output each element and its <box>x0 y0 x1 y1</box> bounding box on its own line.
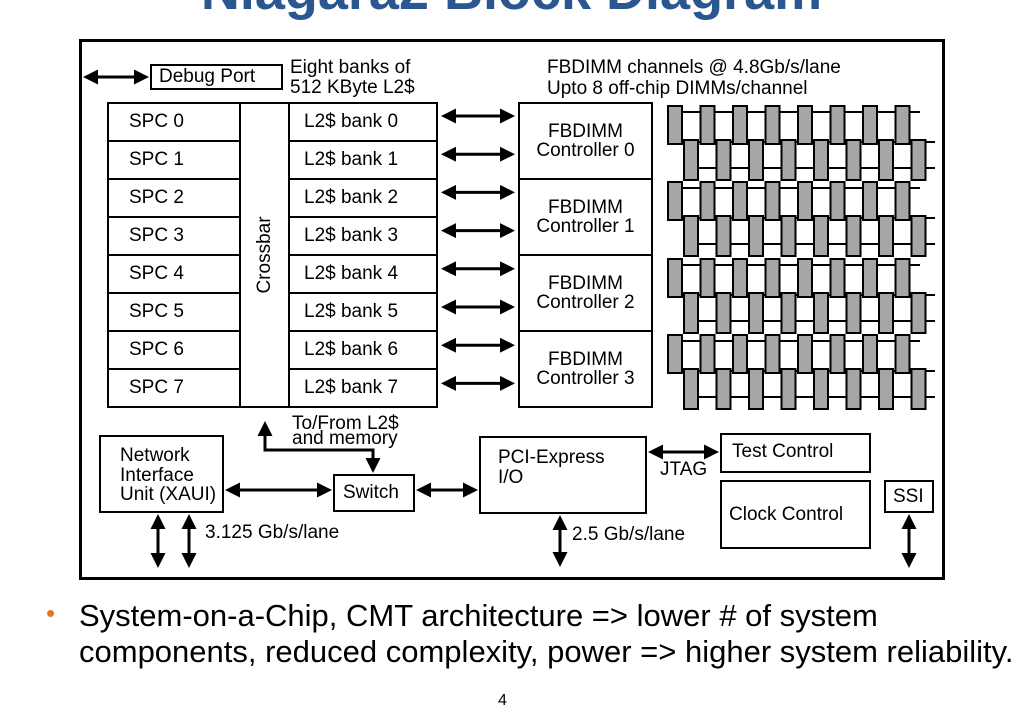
spc-cell: SPC 4 <box>109 256 239 294</box>
niu-line-1: Network <box>120 445 190 466</box>
fbdimm-controller-name: FBDIMM <box>548 121 623 142</box>
spc-cell: SPC 5 <box>109 294 239 332</box>
l2-bank-cell: L2$ bank 7 <box>304 377 399 398</box>
pcie-line-2: I/O <box>498 467 524 488</box>
slide-title: Niagara2 Block Diagram <box>0 0 1023 18</box>
l2-bank-cell: L2$ bank 1 <box>290 142 436 180</box>
bullet-line-2: components, reduced complexity, power =>… <box>79 633 1014 669</box>
pcie-line-1: PCI-Express <box>498 447 605 468</box>
l2-note-line-1: Eight banks of <box>290 57 411 78</box>
test-control-label: Test Control <box>732 441 834 462</box>
l2-bank-stack: L2$ bank 0 L2$ bank 1 L2$ bank 2 L2$ ban… <box>288 102 438 408</box>
debug-port-box: Debug Port <box>150 64 283 90</box>
clock-control-label: Clock Control <box>729 504 844 525</box>
l2-bank-cell: L2$ bank 0 <box>290 104 436 142</box>
l2-bank-cell: L2$ bank 5 <box>290 294 436 332</box>
network-interface-unit-box: Network Interface Unit (XAUI) <box>99 435 224 513</box>
spc-cell: SPC 2 <box>109 180 239 218</box>
l2-bank-cell: L2$ bank 2 <box>290 180 436 218</box>
fbdimm-controller-id: Controller 0 <box>536 140 635 161</box>
fbdimm-note-line-1: FBDIMM channels @ 4.8Gb/s/lane <box>547 57 841 78</box>
fbdimm-controller-id: Controller 1 <box>536 216 635 237</box>
fbdimm-controller-name: FBDIMM <box>548 273 623 294</box>
spc-cell: SPC 0 <box>109 104 239 142</box>
spc-cell: SPC 7 <box>129 377 184 398</box>
switch-box: Switch <box>333 474 415 512</box>
niu-speed-label: 3.125 Gb/s/lane <box>205 522 340 543</box>
fbdimm-controller-id: Controller 3 <box>536 368 635 389</box>
pcie-speed-label: 2.5 Gb/s/lane <box>572 524 686 545</box>
crossbar-box: Crossbar <box>239 102 290 408</box>
test-control-box: Test Control <box>720 433 871 473</box>
l2-bank-cell: L2$ bank 4 <box>290 256 436 294</box>
tofrom-note-line-2: and memory <box>292 428 398 449</box>
niu-line-2: Interface <box>120 465 194 486</box>
spc-stack: SPC 0 SPC 1 SPC 2 SPC 3 SPC 4 SPC 5 SPC … <box>107 102 241 408</box>
switch-label: Switch <box>343 482 399 503</box>
bullet-text: System-on-a-Chip, CMT architecture => lo… <box>79 598 1013 669</box>
spc-cell: SPC 6 <box>109 332 239 370</box>
clock-control-box: Clock Control <box>720 480 871 549</box>
spc-cell: SPC 1 <box>109 142 239 180</box>
page-number: 4 <box>498 692 507 709</box>
l2-bank-cell: L2$ bank 3 <box>290 218 436 256</box>
fbdimm-controller-name: FBDIMM <box>548 197 623 218</box>
jtag-label: JTAG <box>660 459 708 480</box>
spc-cell: SPC 3 <box>109 218 239 256</box>
fbdimm-note-line-2: Upto 8 off-chip DIMMs/channel <box>547 78 808 99</box>
pci-express-box: PCI-Express I/O <box>479 436 647 514</box>
ssi-box: SSI <box>884 480 934 513</box>
niu-line-3: Unit (XAUI) <box>120 484 217 505</box>
l2-note-line-2: 512 KByte L2$ <box>290 77 415 98</box>
ssi-label: SSI <box>893 486 924 507</box>
fbdimm-controller-id: Controller 2 <box>536 292 635 313</box>
block-diagram-frame <box>79 39 945 580</box>
crossbar-label: Crossbar <box>253 216 275 294</box>
bullet-line-1: System-on-a-Chip, CMT architecture => lo… <box>79 598 878 633</box>
bullet-marker: • <box>46 598 56 628</box>
debug-port-label: Debug Port <box>159 66 256 87</box>
fbdimm-controller-name: FBDIMM <box>548 349 623 370</box>
l2-bank-cell: L2$ bank 6 <box>290 332 436 370</box>
